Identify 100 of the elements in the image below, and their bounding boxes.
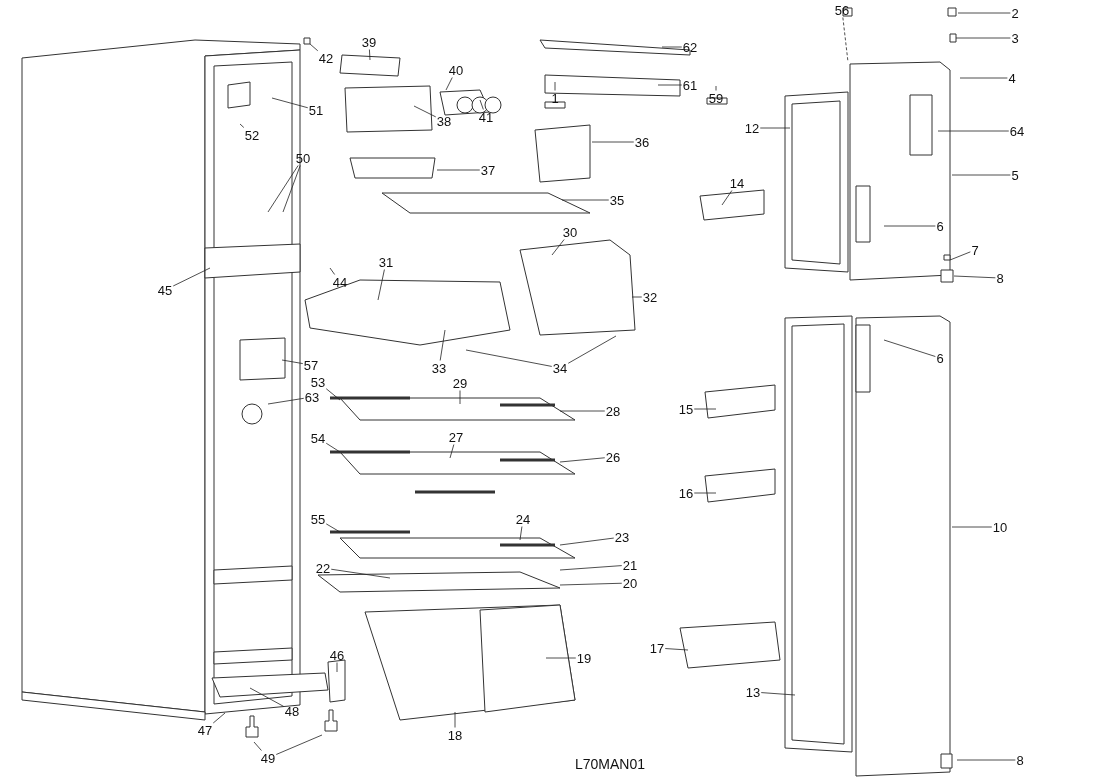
callout-number: 38 (435, 113, 453, 129)
leader-line (325, 388, 341, 401)
leader-line (591, 141, 635, 143)
callout-number: 23 (613, 529, 631, 545)
callout-number: 35 (608, 192, 626, 208)
leader-line (267, 165, 299, 213)
leader-line (956, 759, 1016, 761)
leader-line (661, 46, 683, 48)
leader-line (951, 526, 993, 528)
callout-number: 61 (681, 77, 699, 93)
callout-number: 27 (447, 429, 465, 445)
leader-line (445, 77, 453, 91)
callout-number: 22 (314, 560, 332, 576)
callout-number: 54 (309, 430, 327, 446)
callout-number: 7 (970, 242, 980, 258)
callout-number: 3 (1010, 30, 1020, 46)
callout-number: 40 (447, 62, 465, 78)
leader-line (519, 526, 523, 541)
callout-number: 52 (243, 127, 261, 143)
callout-number: 53 (309, 374, 327, 390)
callout-number: 20 (621, 575, 639, 591)
callout-number: 33 (430, 360, 448, 376)
callout-number: 30 (561, 224, 579, 240)
leader-line (715, 85, 717, 91)
leader-line (559, 537, 615, 546)
callout-number: 46 (328, 647, 346, 663)
leader-line (281, 359, 304, 364)
leader-line (275, 734, 323, 755)
leader-line (479, 99, 484, 110)
leader-line (693, 408, 717, 410)
leader-line (842, 17, 849, 63)
leader-line (937, 130, 1010, 132)
leader-line (567, 335, 617, 364)
callout-number: 18 (446, 727, 464, 743)
callout-number: 47 (196, 722, 214, 738)
callout-number: 57 (302, 357, 320, 373)
leader-line (309, 43, 319, 52)
leader-line (949, 251, 971, 261)
callout-number: 28 (604, 403, 622, 419)
callout-number: 19 (575, 650, 593, 666)
callout-number: 12 (743, 120, 761, 136)
leader-line (959, 77, 1008, 79)
callout-number: 45 (156, 282, 174, 298)
callout-number: 39 (360, 34, 378, 50)
callout-number: 5 (1010, 167, 1020, 183)
leader-line (459, 390, 461, 405)
callout-number: 6 (935, 350, 945, 366)
leader-line (559, 582, 623, 586)
leader-line (554, 81, 556, 91)
callout-number: 29 (451, 375, 469, 391)
leader-line (951, 174, 1011, 176)
callout-number: 51 (307, 102, 325, 118)
leader-line (559, 457, 606, 463)
leader-line (561, 199, 610, 201)
leader-line (325, 442, 341, 453)
callout-number: 56 (833, 2, 851, 18)
callout-number: 36 (633, 134, 651, 150)
leader-line (465, 349, 553, 367)
leader-line (436, 169, 481, 171)
leader-line (759, 127, 791, 129)
callout-number: 44 (331, 274, 349, 290)
callout-number: 8 (1015, 752, 1025, 768)
leader-line (883, 225, 936, 227)
leader-line (282, 165, 301, 213)
leader-line (559, 565, 623, 571)
leader-line (239, 123, 245, 128)
callout-number: 41 (477, 109, 495, 125)
leader-line (413, 105, 437, 118)
callout-number: 48 (283, 703, 301, 719)
leader-line (545, 657, 577, 659)
leader-line (369, 49, 371, 61)
leader-line (172, 267, 211, 287)
leader-line (957, 12, 1011, 14)
leader-line (271, 97, 309, 109)
leader-line (253, 741, 262, 751)
callout-number: 15 (677, 401, 695, 417)
callout-number: 8 (995, 270, 1005, 286)
drawing-code: L70MAN01 (574, 756, 646, 772)
callout-number: 14 (728, 175, 746, 191)
leader-line (212, 712, 226, 724)
leader-line (329, 267, 336, 275)
callout-number: 24 (514, 511, 532, 527)
callout-number: 17 (648, 640, 666, 656)
callout-number: 50 (294, 150, 312, 166)
callout-number: 59 (707, 90, 725, 106)
leader-line (721, 190, 733, 206)
callout-number: 31 (377, 254, 395, 270)
leader-line (559, 410, 606, 412)
leader-line (693, 492, 717, 494)
callout-number: 64 (1008, 123, 1026, 139)
callout-number: 4 (1007, 70, 1017, 86)
callout-number: 42 (317, 50, 335, 66)
leader-line (449, 444, 455, 459)
leader-line (657, 84, 683, 86)
leader-line (249, 687, 285, 707)
callout-number: 13 (744, 684, 762, 700)
callout-number: 55 (309, 511, 327, 527)
leader-line (330, 568, 391, 579)
callout-number: 16 (677, 485, 695, 501)
callout-number: 21 (621, 557, 639, 573)
